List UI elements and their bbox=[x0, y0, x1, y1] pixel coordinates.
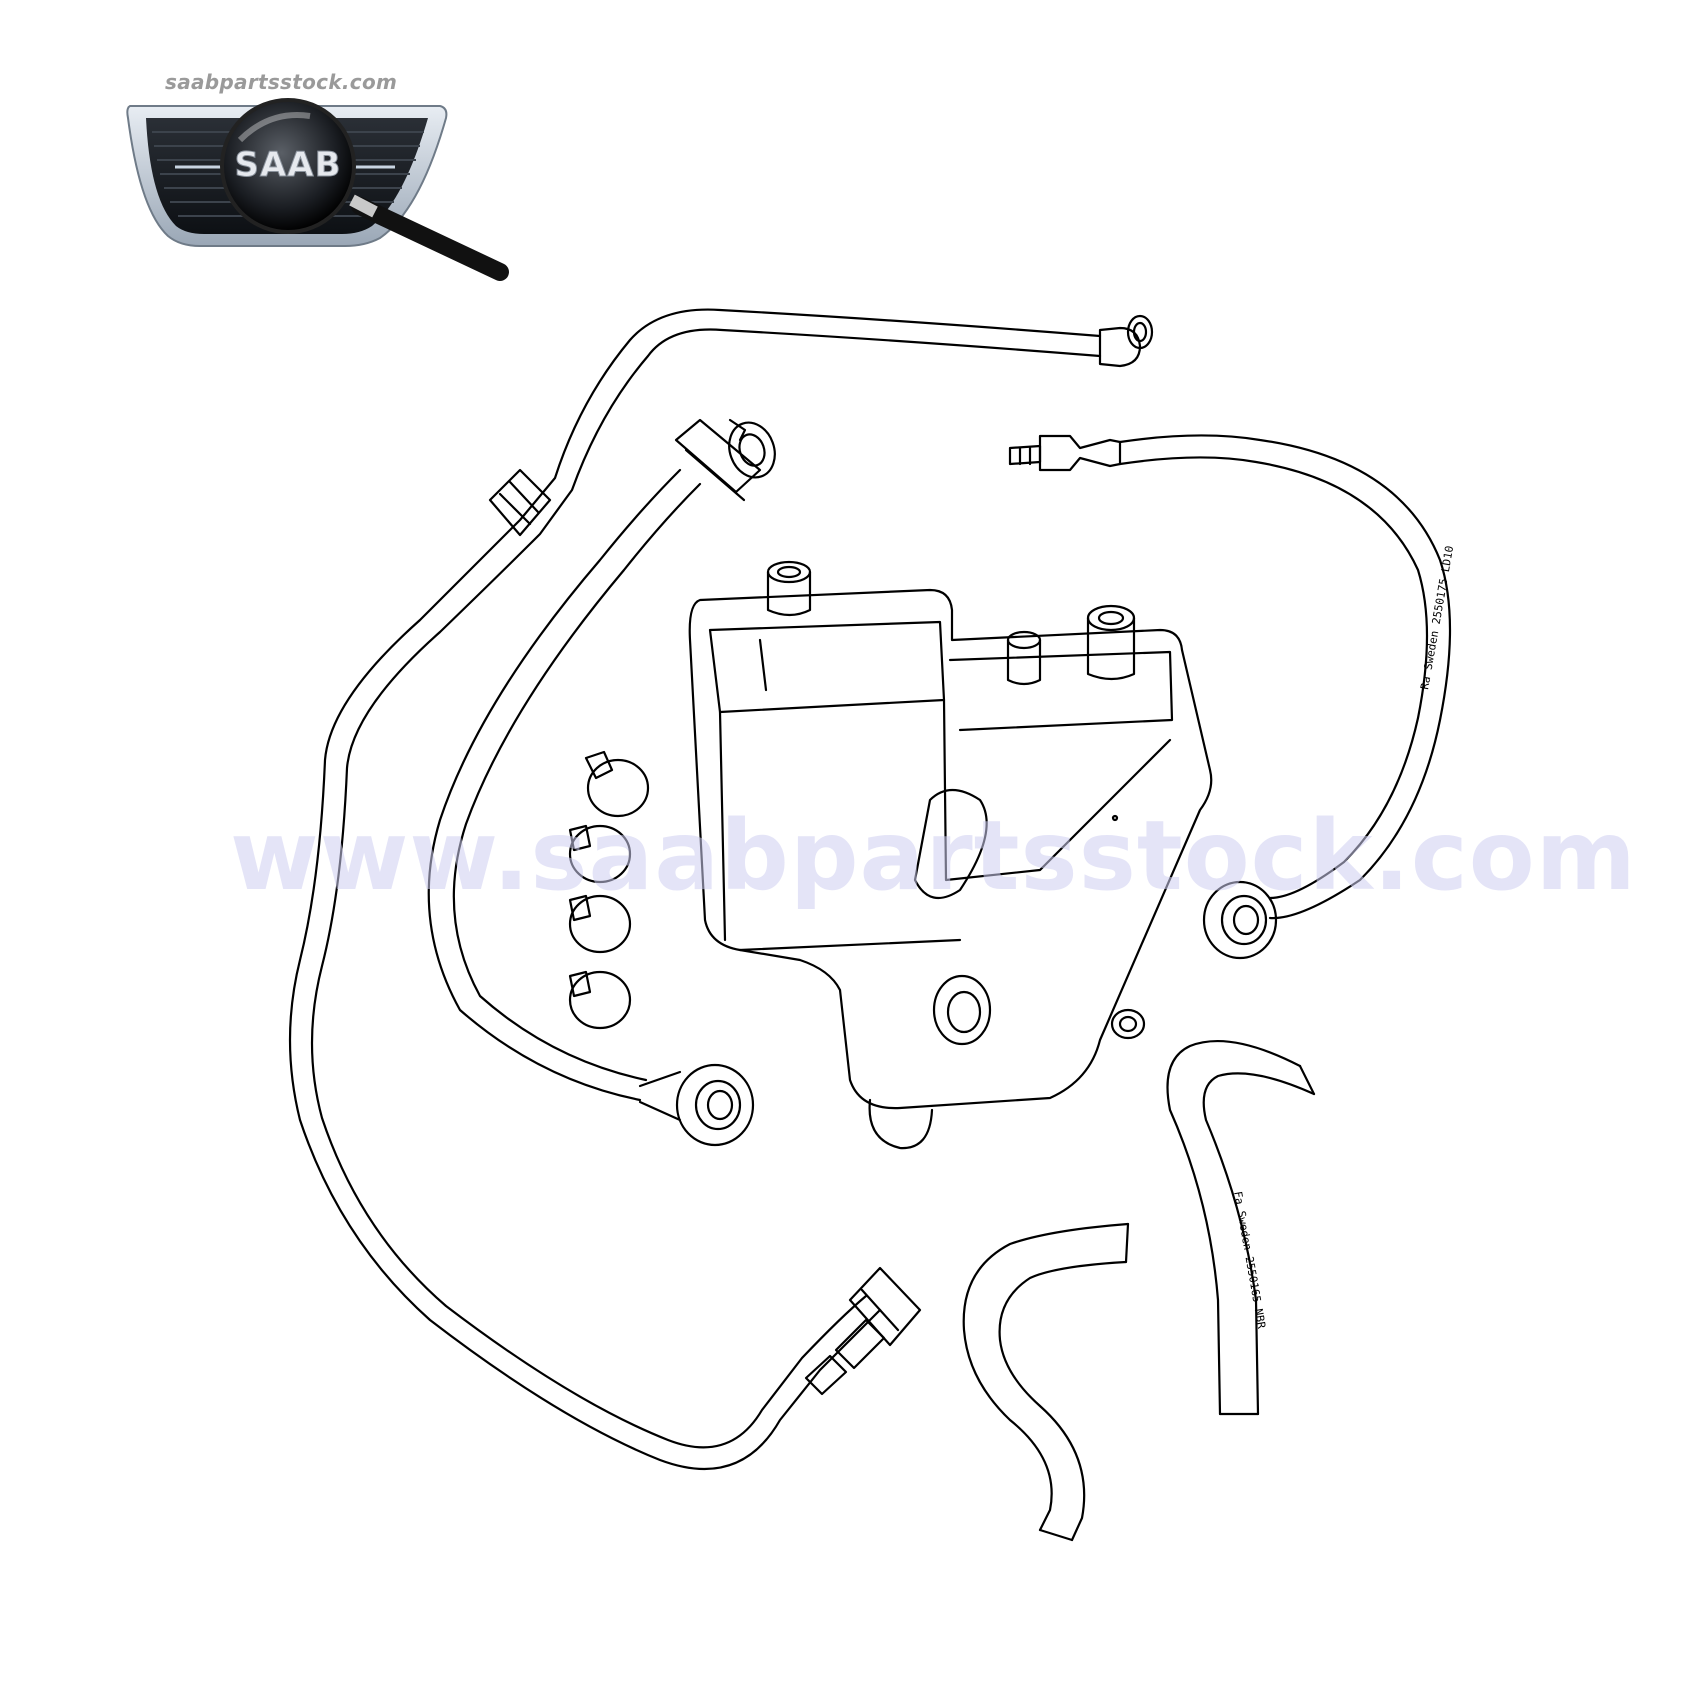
right-hose bbox=[1008, 434, 1452, 960]
saab-badge-text: SAAB bbox=[234, 145, 341, 185]
long-left-hose bbox=[288, 308, 1154, 1471]
bent-hose-middle bbox=[962, 1222, 1130, 1542]
bent-hose-right bbox=[1166, 1040, 1316, 1416]
hose-clamps bbox=[568, 750, 650, 1030]
right-bent-hose-marking: Fa Sweden 2550165 NBR bbox=[1231, 1190, 1268, 1330]
watermark-text: www.saabpartsstock.com bbox=[230, 800, 1637, 912]
site-url-text[interactable]: saabpartsstock.com bbox=[165, 70, 398, 94]
canister-body bbox=[688, 560, 1213, 1150]
magnifier-handle bbox=[351, 197, 509, 281]
magnifier-lens bbox=[220, 98, 356, 234]
inner-left-hose bbox=[427, 418, 776, 1147]
